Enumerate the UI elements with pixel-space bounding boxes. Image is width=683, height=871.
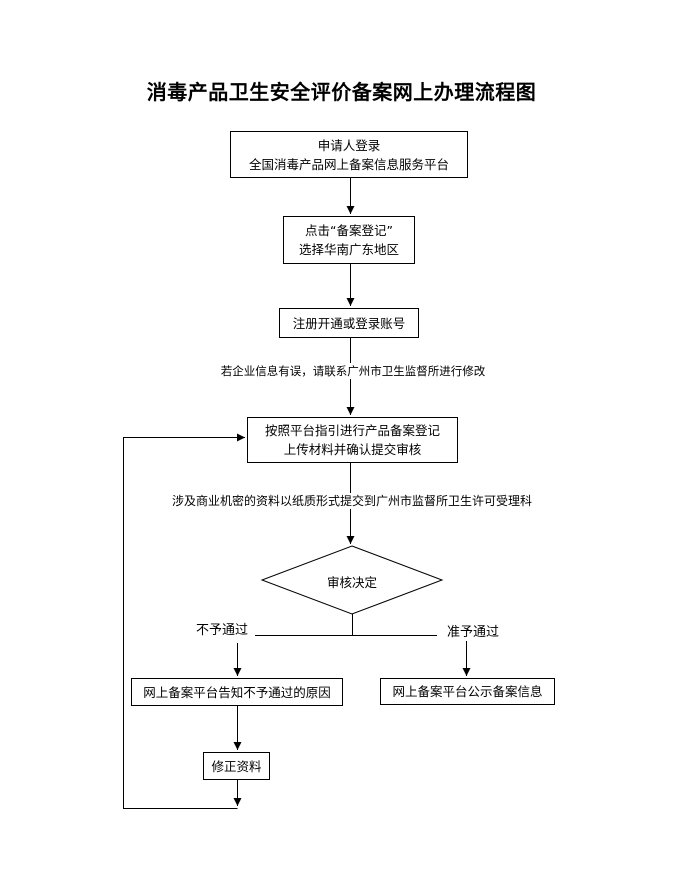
page-title: 消毒产品卫生安全评价备案网上办理流程图	[146, 80, 537, 104]
node-approve-result: 网上备案平台公示备案信息	[380, 678, 555, 705]
node-fix: 修正资料	[203, 752, 270, 780]
note-info-error: 若企业信息有误，请联系广州市卫生监督所进行修改	[216, 363, 490, 379]
node-submit: 按照平台指引进行产品备案登记 上传材料并确认提交审核	[247, 417, 458, 463]
decision-diamond-shape	[260, 545, 444, 615]
node-decision-label: 审核决定	[326, 575, 377, 590]
branch-label-approve: 准予通过	[445, 625, 502, 640]
node-account: 注册开通或登录账号	[279, 308, 419, 338]
branch-label-reject: 不予通过	[194, 623, 251, 638]
node-register: 点击“备案登记” 选择华南广东地区	[283, 216, 415, 264]
node-reject-result: 网上备案平台告知不予通过的原因	[131, 678, 343, 706]
node-login: 申请人登录 全国消毒产品网上备案信息服务平台	[230, 131, 468, 178]
note-confidential: 涉及商业机密的资料以纸质形式提交到广州市监督所卫生许可受理科	[163, 493, 541, 509]
edge-loopback-submit	[123, 433, 245, 809]
